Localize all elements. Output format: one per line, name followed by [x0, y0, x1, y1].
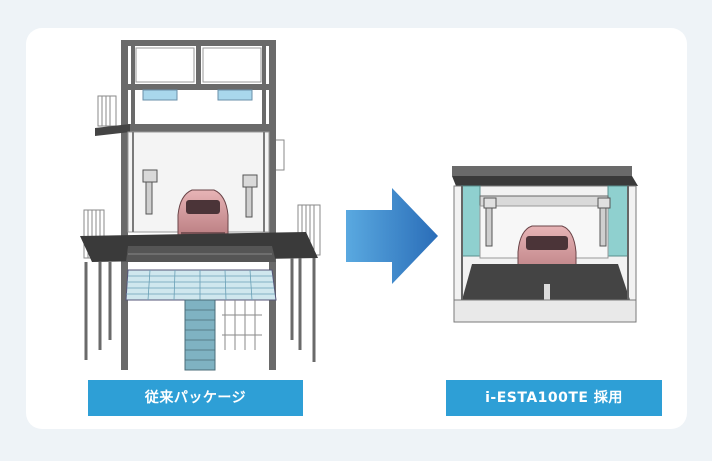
car-icon — [177, 189, 229, 241]
robot-arm-icon — [483, 197, 611, 247]
robot-arm-icon — [142, 169, 258, 218]
lower-grating — [125, 269, 277, 371]
conventional-package-illustration — [80, 40, 321, 371]
filter-units — [142, 89, 253, 101]
support-legs — [84, 258, 316, 362]
i-esta100te-label: i-ESTA100TE 採用 — [446, 380, 662, 416]
conventional-package-label: 従来パッケージ — [88, 380, 303, 416]
tower-frame — [121, 40, 276, 370]
left-railing — [83, 95, 117, 259]
right-arrow-icon — [346, 188, 438, 284]
compact-booth-illustration — [452, 166, 638, 323]
